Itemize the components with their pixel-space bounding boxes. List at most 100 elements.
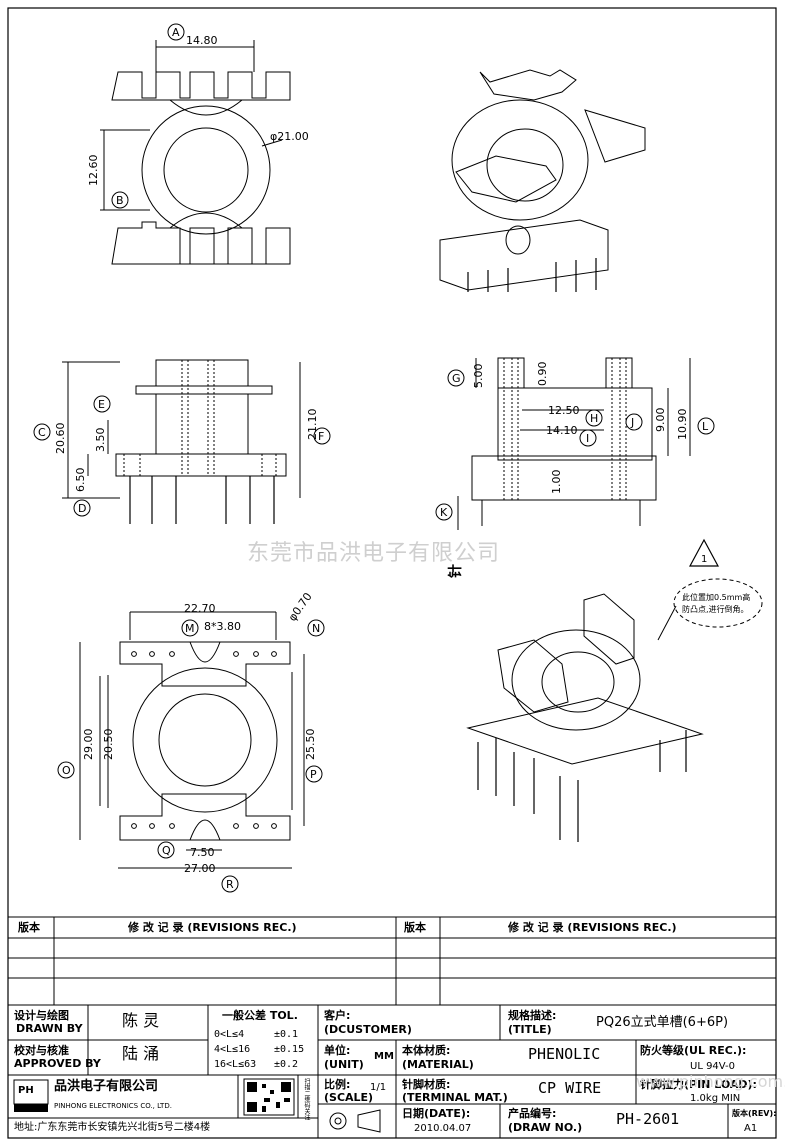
side-view: [62, 359, 301, 524]
dim-bot-pin: φ0.70: [286, 590, 315, 623]
callout-c: C: [33, 423, 51, 441]
callout-m: M: [181, 619, 199, 637]
dim-sec-h900: 9.00: [654, 408, 667, 433]
callouts: A B C D E F G H I J K L M N O P Q R: [33, 23, 715, 893]
company-cn: 品洪电子有限公司: [54, 1079, 159, 1094]
callout-n: N: [307, 619, 325, 637]
callout-h: H: [585, 409, 603, 427]
date-value: 2010.04.07: [414, 1123, 472, 1134]
drawno-label-en: (DRAW NO.): [508, 1121, 583, 1134]
callout-l: L: [697, 417, 715, 435]
svg-text:C: C: [38, 426, 46, 439]
designer-label-en: DRAWN BY: [16, 1022, 83, 1035]
vertical-note: 针: [447, 564, 464, 579]
checker-label-cn: 校对与核准: [14, 1044, 69, 1057]
tol-val-2: ±0.15: [274, 1044, 305, 1055]
svg-text:E: E: [98, 398, 105, 411]
callout-k: K: [435, 503, 453, 521]
company-en: PINHONG ELECTRONICS CO., LTD.: [54, 1102, 172, 1110]
tol-val-3: ±0.2: [274, 1059, 299, 1070]
warning-symbol: 1: [701, 554, 707, 565]
svg-text:I: I: [586, 432, 589, 445]
pinload-value: 1.0kg MIN: [690, 1093, 741, 1104]
callout-o: O: [57, 761, 75, 779]
drawno-label-cn: 产品编号:: [508, 1107, 557, 1120]
scale-label-en: (SCALE): [324, 1091, 374, 1104]
svg-text:B: B: [116, 194, 124, 207]
scan-note: 扫描二维码关注: [303, 1078, 310, 1120]
callout-j: J: [625, 413, 643, 431]
customer-label-en: (DCUSTOMER): [324, 1023, 412, 1036]
unit-value: MM: [374, 1051, 394, 1062]
tol-range-1: 0<L≤4: [214, 1029, 245, 1040]
svg-text:N: N: [312, 622, 320, 635]
svg-text:Q: Q: [162, 844, 171, 857]
tol-range-3: 16<L≤63: [214, 1059, 257, 1070]
date-label: 日期(DATE):: [402, 1107, 471, 1120]
dim-top-width: 14.80: [186, 34, 218, 47]
callout-d: D: [73, 499, 91, 517]
material-label-en: (MATERIAL): [402, 1058, 474, 1071]
unit-label-cn: 单位:: [324, 1044, 351, 1057]
dim-sec-w2: 14.10: [546, 424, 578, 437]
logo-text: PH: [18, 1085, 34, 1096]
svg-text:L: L: [702, 420, 709, 433]
dim-sec-g: 5.00: [472, 364, 485, 389]
terminal-value: CP WIRE: [538, 1079, 602, 1097]
callout-i: I: [579, 429, 597, 447]
watermark: 东莞市品洪电子有限公司: [247, 541, 501, 566]
version-label: 版本(REV):: [732, 1109, 777, 1118]
title-value: PQ26立式单槽(6+6P): [596, 1015, 729, 1030]
svg-text:D: D: [78, 502, 86, 515]
dim-top-dia: φ21.00: [270, 130, 309, 143]
sheet-border: [7, 7, 777, 1139]
company-logo: [13, 1079, 49, 1112]
rev-header-mid: 修 改 记 录 (REVISIONS REC.): [128, 921, 297, 934]
bottom-view: [79, 611, 305, 869]
iso-view-1: [439, 69, 646, 292]
dim-bot-w75: 7.50: [190, 846, 215, 859]
rev-header-left: 版本: [18, 921, 40, 934]
checker-name: 陆 涌: [122, 1044, 160, 1063]
material-value: PHENOLIC: [528, 1045, 601, 1063]
top-view: [100, 40, 291, 265]
tol-title: 一般公差 TOL.: [222, 1009, 298, 1022]
title-label-cn: 规格描述:: [508, 1009, 557, 1022]
svg-text:O: O: [62, 764, 71, 777]
dim-side-h2: 3.50: [94, 428, 107, 453]
terminal-label-en: (TERMINAL MAT.): [402, 1091, 508, 1104]
warning-note-1: 此位置加0.5mm高: [682, 592, 750, 602]
section-view: [457, 357, 691, 530]
dim-sec-w1: 12.50: [548, 404, 580, 417]
dim-bot-h255: 25.50: [304, 729, 317, 761]
dim-sec-h1090: 10.90: [676, 409, 689, 441]
checker-label-en: APPROVED BY: [14, 1057, 101, 1070]
callout-q: Q: [157, 841, 175, 859]
dim-top-height: 12.60: [87, 155, 100, 187]
title-block-grid: [7, 916, 777, 1139]
version-value: A1: [744, 1123, 758, 1134]
tol-val-1: ±0.1: [274, 1029, 299, 1040]
title-label-en: (TITLE): [508, 1023, 552, 1036]
dim-sec-h100: 1.00: [550, 470, 563, 495]
designer-name: 陈 灵: [122, 1011, 160, 1030]
dim-sec-090: 0.90: [536, 362, 549, 387]
rev-header-left-2: 版本: [404, 921, 426, 934]
dim-side-h1: 20.60: [54, 423, 67, 455]
drawno-value: PH-2601: [616, 1110, 680, 1128]
address: 地址:广东东莞市长安镇先兴北街5号二楼4楼: [14, 1122, 211, 1133]
dim-bot-pitch: 8*3.80: [204, 620, 241, 633]
callout-p: P: [305, 765, 323, 783]
svg-text:F: F: [318, 430, 324, 443]
dim-bot-h205: 20.50: [102, 729, 115, 761]
terminal-label-cn: 针脚材质:: [402, 1078, 451, 1091]
rev-header-mid-2: 修 改 记 录 (REVISIONS REC.): [508, 921, 677, 934]
iso-view-2: [466, 538, 763, 842]
scale-label-cn: 比例:: [324, 1078, 351, 1091]
callout-a: A: [167, 23, 185, 41]
pinload-label: 针脚拉力(PIN LOAD):: [640, 1078, 757, 1091]
dim-bot-w: 22.70: [184, 602, 216, 615]
svg-text:H: H: [590, 412, 598, 425]
website-watermark: www.pinhong.com.tw: [636, 1072, 785, 1091]
